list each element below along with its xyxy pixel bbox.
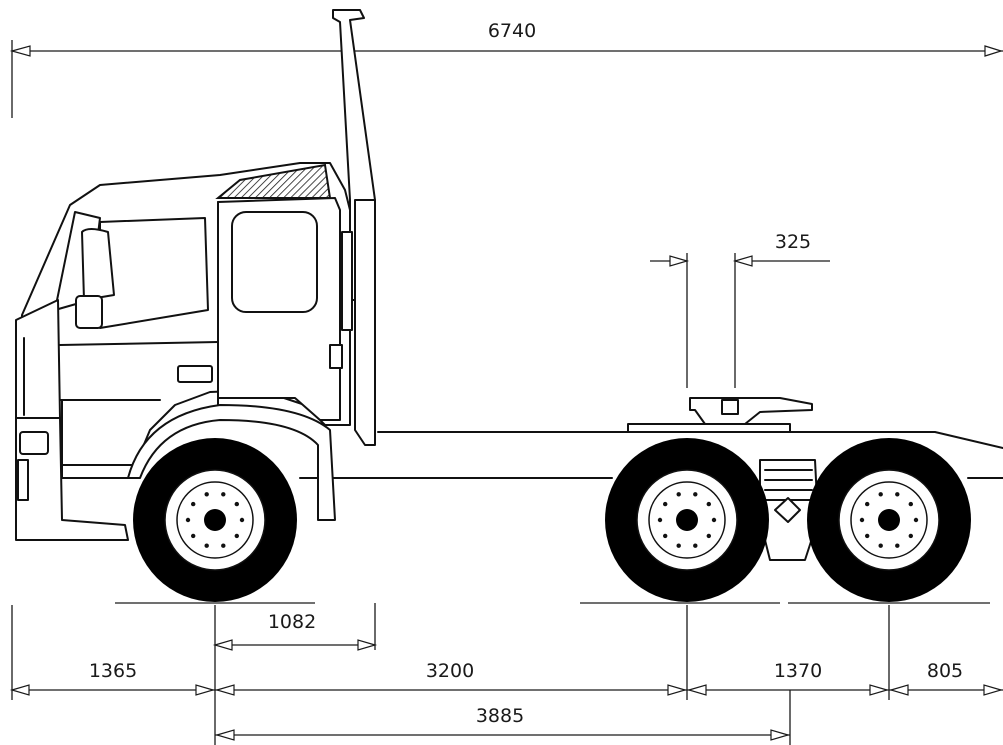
lug-nut xyxy=(865,533,870,539)
lug-nut xyxy=(191,501,196,507)
lug-nut xyxy=(663,533,668,539)
truck-drawing xyxy=(15,9,1003,602)
lug-nut xyxy=(693,492,698,497)
lug-nut xyxy=(711,517,717,523)
lug-nut xyxy=(234,533,239,539)
lug-nut xyxy=(913,517,919,523)
lug-nut xyxy=(895,543,900,548)
lug-nut xyxy=(676,492,681,497)
lug-nut xyxy=(191,533,196,539)
exhaust-stack xyxy=(332,9,376,446)
lug-nut xyxy=(663,501,668,507)
lug-nut xyxy=(234,501,239,507)
rear-overhang-label: 805 xyxy=(927,660,963,682)
wheelbase-front-label: 3200 xyxy=(426,660,474,682)
lug-nut xyxy=(878,492,883,497)
front-overhang-label: 1365 xyxy=(89,660,137,682)
lug-nut xyxy=(221,492,226,497)
lug-nut xyxy=(676,543,681,548)
front-wheel xyxy=(133,438,297,602)
lug-nut xyxy=(865,501,870,507)
lug-nut xyxy=(895,492,900,497)
lug-nut xyxy=(221,543,226,548)
dimension-805: 805 xyxy=(888,660,1003,696)
front-axle-ref-label: 1082 xyxy=(268,611,316,633)
lug-nut xyxy=(204,543,209,548)
lug-nut xyxy=(204,492,209,497)
fifth-wheel-offset-label: 325 xyxy=(775,231,811,253)
rear-wheel-1 xyxy=(605,438,769,602)
lug-nut xyxy=(878,543,883,548)
lug-nut xyxy=(706,501,711,507)
fifth-wheel xyxy=(627,397,813,433)
rear-suspension xyxy=(759,459,819,561)
rear-wheel-2 xyxy=(807,438,971,602)
dimension-1365: 1365 xyxy=(9,660,216,696)
dimension-3885: 3885 xyxy=(214,705,791,741)
lug-nut xyxy=(657,517,663,523)
wheelbase-total-label: 3885 xyxy=(476,705,524,727)
dimension-1370: 1370 xyxy=(686,660,890,696)
lug-nut xyxy=(908,533,913,539)
lug-nut xyxy=(185,517,191,523)
wheel-lug-nuts xyxy=(185,492,919,548)
overall-length-label: 6740 xyxy=(488,20,536,42)
lug-nut xyxy=(908,501,913,507)
lug-nut xyxy=(693,543,698,548)
lug-nut xyxy=(239,517,245,523)
tandem-spacing-label: 1370 xyxy=(774,660,822,682)
bottom-dimensions: 1082 1365 3200 1370 805 xyxy=(9,603,1003,745)
overall-length-dimension: 6740 xyxy=(9,20,1003,118)
lug-nut xyxy=(859,517,865,523)
cab xyxy=(15,162,353,541)
dimension-3200: 3200 xyxy=(214,660,688,696)
dimension-1082: 1082 xyxy=(212,611,378,651)
lug-nut xyxy=(706,533,711,539)
fifth-wheel-dimension: 325 xyxy=(650,231,830,388)
